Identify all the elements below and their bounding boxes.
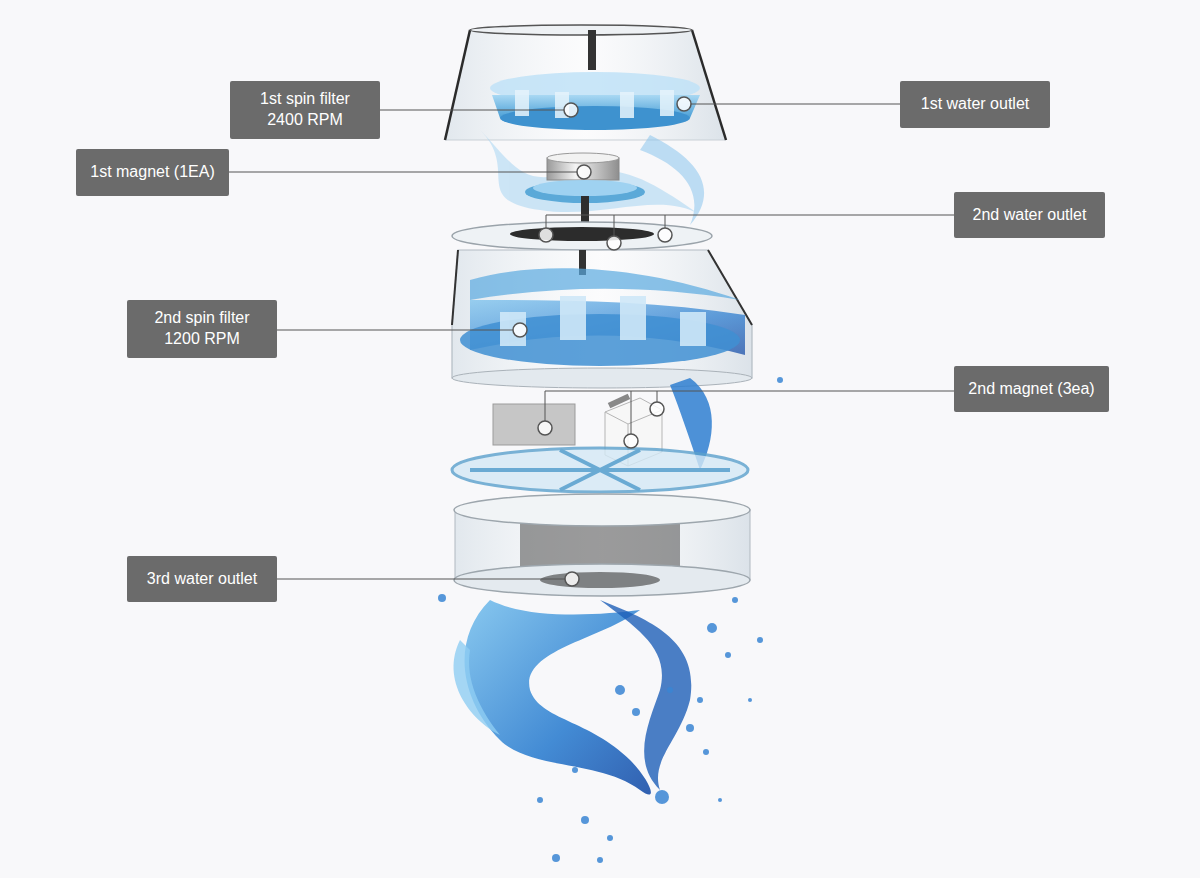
callout-box: 3rd water outlet — [127, 556, 277, 602]
callout-label: 2nd spin filter 1200 RPM — [141, 308, 263, 350]
callout-box: 1st magnet (1EA) — [76, 149, 229, 196]
leader-markers — [513, 97, 691, 586]
callout-label: 2nd water outlet — [973, 205, 1087, 226]
callout-box: 2nd water outlet — [954, 192, 1105, 238]
callout-label: 1st water outlet — [921, 94, 1030, 115]
callout-label: 1st spin filter 2400 RPM — [244, 89, 366, 131]
droplets — [438, 377, 783, 863]
callout-label: 2nd magnet (3ea) — [968, 379, 1094, 400]
water-splash — [454, 600, 692, 795]
first-magnet — [525, 153, 645, 224]
callout-box: 1st spin filter 2400 RPM — [230, 81, 380, 139]
base-housing — [454, 494, 750, 596]
grid-disc — [452, 448, 748, 492]
callout-box: 1st water outlet — [900, 81, 1050, 128]
water-swirl — [480, 130, 704, 225]
top-housing — [445, 25, 726, 140]
leader-lines — [227, 104, 954, 579]
second-housing — [452, 250, 752, 388]
callout-box: 2nd magnet (3ea) — [954, 366, 1109, 412]
callout-label: 1st magnet (1EA) — [90, 162, 215, 183]
middle-ring — [452, 222, 712, 250]
callout-label: 3rd water outlet — [147, 569, 257, 590]
callout-box: 2nd spin filter 1200 RPM — [127, 300, 277, 358]
